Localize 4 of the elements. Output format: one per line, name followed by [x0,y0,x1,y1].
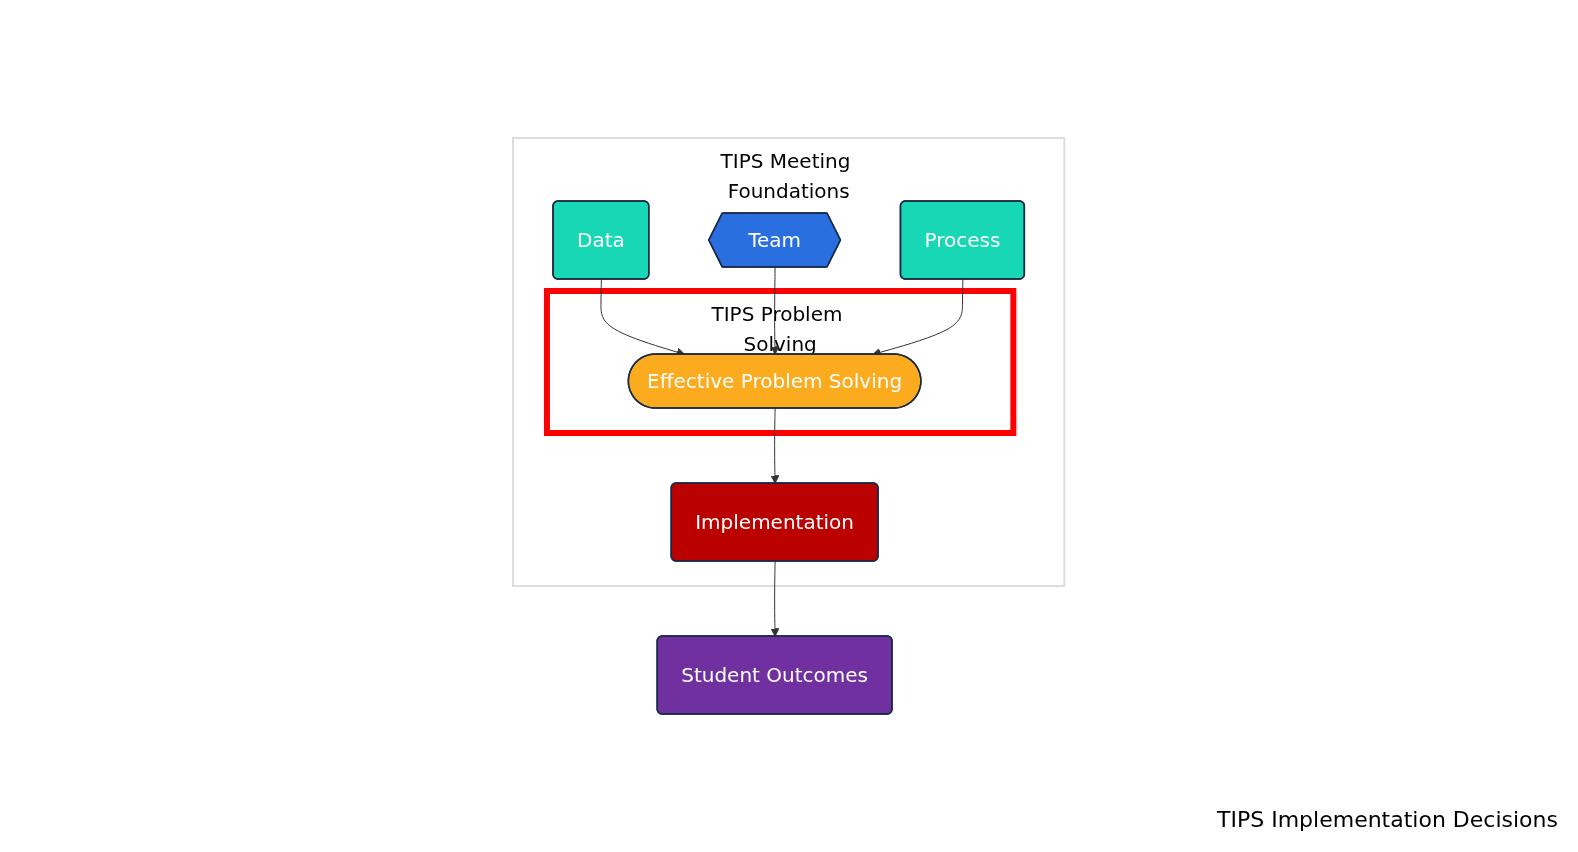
arrow [770,408,780,484]
arrow [770,561,780,637]
arrow [770,267,780,355]
note-text: TIPS Implementation Decisions [1217,807,1558,832]
